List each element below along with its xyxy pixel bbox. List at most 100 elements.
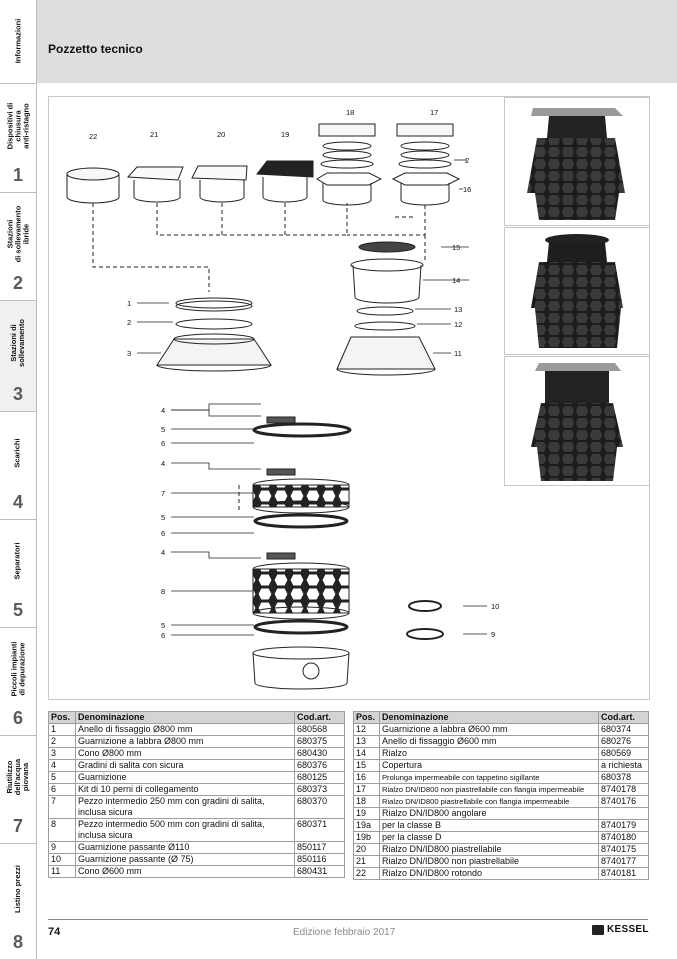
- riser-20: [191, 165, 248, 203]
- callout-4a: 4: [161, 406, 165, 415]
- cell-pos: 6: [48, 783, 76, 796]
- cell-codart: 850116: [294, 853, 345, 866]
- riser-21: [126, 166, 184, 203]
- col-codart: Cod.art.: [294, 711, 345, 724]
- cell-denominazione: Cono Ø600 mm: [74, 865, 296, 878]
- callout-2: 2: [127, 318, 131, 327]
- callout-5b: 5: [161, 513, 165, 522]
- cell-codart: 680569: [598, 747, 649, 760]
- col-pos: Pos.: [353, 711, 380, 724]
- tab-label: Listino prezzi: [13, 865, 23, 913]
- cell-denominazione: Anello di fissaggio Ø600 mm: [378, 735, 600, 748]
- cell-codart: 680376: [294, 759, 345, 772]
- cell-denominazione: Rialzo: [378, 747, 600, 760]
- tab-number: 5: [12, 600, 23, 620]
- tab-number: 2: [12, 273, 23, 293]
- tab-stazioni-sollevamento[interactable]: Stazioni di sollevamento 3: [0, 301, 36, 412]
- cell-pos: 5: [48, 771, 76, 784]
- cell-pos: 4: [48, 759, 76, 772]
- cell-denominazione: Rialzo DN/ID800 piastrellabile con flang…: [378, 795, 600, 808]
- product-photo-3: [504, 356, 650, 486]
- callout-18: 18: [346, 108, 354, 117]
- tab-acqua-piovana[interactable]: Riutilizzo dell'acqua piovana 7: [0, 736, 36, 844]
- cell-pos: 2: [48, 735, 76, 748]
- cell-pos: 8: [48, 818, 76, 842]
- cell-pos: 14: [353, 747, 380, 760]
- cell-pos: 17: [353, 783, 380, 796]
- cell-codart: 850117: [294, 841, 345, 854]
- callout-21: 21: [150, 130, 158, 139]
- tab-label: Scarichi: [13, 438, 22, 468]
- cell-codart: 8740180: [598, 831, 649, 844]
- tab-separatori[interactable]: Separatori 5: [0, 520, 36, 628]
- tab-informazioni[interactable]: Informazioni: [0, 0, 36, 84]
- cell-codart: 680276: [598, 735, 649, 748]
- cell-pos: 22: [353, 867, 380, 880]
- cell-denominazione: Pezzo intermedio 500 mm con gradini di s…: [74, 818, 296, 842]
- tab-dispositivi[interactable]: Dispositivi di chiusura anti-ristagno 1: [0, 84, 36, 193]
- product-photo-1: [504, 97, 650, 226]
- tab-label: Separatori: [13, 542, 23, 580]
- callout-20: 20: [217, 130, 225, 139]
- cell-denominazione: Kit di 10 perni di collegamento: [74, 783, 296, 796]
- cell-denominazione: Pezzo intermedio 250 mm con gradini di s…: [74, 795, 296, 819]
- col-denominazione: Denominazione: [378, 711, 600, 724]
- callout-9: 9: [491, 630, 495, 639]
- cell-pos: 16: [353, 771, 380, 784]
- callout-14: 14: [452, 276, 460, 285]
- callout-16: 16: [463, 185, 471, 194]
- callout-2b: 2: [465, 156, 469, 165]
- col-codart: Cod.art.: [598, 711, 649, 724]
- cell-pos: 18: [353, 795, 380, 808]
- cell-codart: 680371: [294, 818, 345, 842]
- col-pos: Pos.: [48, 711, 76, 724]
- cell-codart: 680378: [598, 771, 649, 784]
- tab-label: Dispositivi di chiusura anti-ristagno: [5, 102, 30, 150]
- cell-codart: 680375: [294, 735, 345, 748]
- tab-stazioni-ibride[interactable]: Stazioni di sollevamento ibride 2: [0, 193, 36, 301]
- cell-denominazione: Guarnizione passante (Ø 75): [74, 853, 296, 866]
- callout-3: 3: [127, 349, 131, 358]
- chapter-sidebar: Informazioni Dispositivi di chiusura ant…: [0, 0, 37, 959]
- tab-depurazione[interactable]: Piccoli impianti di depurazione 6: [0, 628, 36, 736]
- riser-19: [256, 160, 314, 203]
- cell-denominazione: Copertura: [378, 759, 600, 772]
- cell-denominazione: Rialzo DN/ID800 angolare: [378, 807, 600, 820]
- cell-codart: 680430: [294, 747, 345, 760]
- cell-codart: 680125: [294, 771, 345, 784]
- tab-number: 1: [12, 165, 23, 185]
- cell-pos: 11: [48, 865, 76, 878]
- tab-label: Stazioni di sollevamento: [9, 319, 26, 367]
- tab-listino[interactable]: Listino prezzi 8: [0, 844, 36, 959]
- tab-label: Stazioni di sollevamento ibride: [5, 205, 30, 263]
- tab-scarichi[interactable]: Scarichi 4: [0, 412, 36, 520]
- callout-11: 11: [454, 349, 462, 358]
- page-number: 74: [48, 926, 61, 938]
- product-photo-2: [504, 227, 650, 355]
- cell-denominazione: Anello di fissaggio Ø800 mm: [74, 723, 296, 736]
- tab-label: Informazioni: [13, 18, 22, 64]
- cell-denominazione: Rialzo DN/ID800 piastrellabile: [378, 843, 600, 856]
- cell-codart: 8740176: [598, 795, 649, 808]
- intermediate-250: [252, 478, 350, 514]
- cell-pos: 1: [48, 723, 76, 736]
- cell-pos: 9: [48, 841, 76, 854]
- cell-codart: [598, 807, 649, 820]
- cell-pos: 3: [48, 747, 76, 760]
- callout-6b: 6: [161, 529, 165, 538]
- brand-name: KESSEL: [607, 924, 649, 935]
- cell-pos: 19a: [353, 819, 380, 832]
- cell-codart: 680373: [294, 783, 345, 796]
- cell-denominazione: Gradini di salita con sicura: [74, 759, 296, 772]
